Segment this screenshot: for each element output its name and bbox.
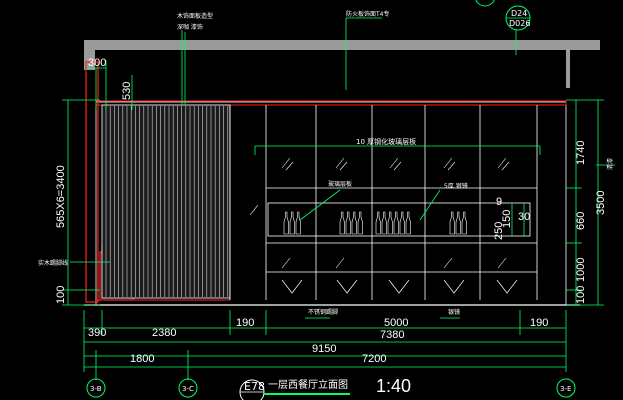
bottle [387, 211, 393, 235]
dim-right-3500: 3500 [595, 191, 607, 215]
annotation-glass: 玻璃层板 [328, 180, 352, 188]
bottom-dimensions [83, 310, 567, 380]
dim-row4-1800: 1800 [130, 353, 154, 365]
dim-right-100: 100 [575, 286, 587, 304]
dim-left-main: 565X6=3400 [55, 165, 67, 228]
bottle [357, 211, 363, 235]
dim-right-660: 660 [575, 212, 587, 230]
bottle [405, 211, 411, 235]
shelf-band [267, 202, 531, 237]
dim-right-small-9: 9 [496, 196, 502, 208]
sheet-tag: E78 [244, 380, 265, 393]
annotation-top-left-2: 深咖 漆饰 [177, 23, 203, 31]
dim-row1-390: 390 [88, 327, 106, 339]
drawing-scale: 1:40 [376, 376, 411, 396]
grid-label-3: 3-E [560, 385, 571, 393]
bottle [399, 211, 405, 235]
dim-row1-190b: 190 [530, 317, 548, 329]
ref-bottom-text: D026 [509, 19, 530, 28]
top-left-dimension [86, 60, 133, 110]
dim-row3-9150: 9150 [312, 343, 336, 355]
bottle [393, 211, 399, 235]
annotation-right-top: 清漆 [606, 158, 614, 170]
annotation-bottom-1: 不锈钢踢脚 [308, 308, 338, 316]
left-dimension [62, 99, 100, 306]
dim-right-1740: 1740 [575, 141, 587, 165]
dim-top-300: 300 [88, 57, 106, 69]
bottle [339, 211, 345, 235]
left-red-column [85, 61, 99, 303]
bottle [449, 211, 455, 235]
grid-label-2: 3-C [182, 385, 194, 393]
grid-bubbles [86, 378, 576, 398]
annotation-top-left-1: 木饰面板造型 [177, 12, 213, 20]
annotation-side: 实木踢脚线 [38, 259, 68, 267]
cabinet-grid [229, 105, 538, 300]
annotation-cabinet: 5厚 银镜 [444, 182, 468, 190]
bottle [295, 211, 301, 235]
slat-panel [101, 104, 231, 299]
annotation-bottom-2: 银镜 [448, 308, 460, 316]
annotation-top-center: 防火板饰面T4专 [346, 10, 389, 18]
bottle [345, 211, 351, 235]
drawing-title: 一层西餐厅立面图 [268, 378, 348, 391]
dim-right-1000: 1000 [575, 258, 587, 282]
bottle [283, 211, 289, 235]
dim-right-small-150: 150 [501, 210, 513, 228]
ref-top-text: D24 [511, 9, 527, 18]
dim-left-100: 100 [55, 286, 67, 304]
leader-lines [70, 17, 615, 319]
bottle [461, 211, 467, 235]
dim-right-small-30: 30 [518, 211, 530, 223]
bottle [351, 211, 357, 235]
slat-lines [105, 106, 229, 297]
bottle [381, 211, 387, 235]
dim-row1-5000: 5000 [384, 317, 408, 329]
bottle [289, 211, 295, 235]
right-dimension [511, 99, 604, 306]
grid-label-1: 3-B [90, 385, 102, 393]
dim-row1-190a: 190 [236, 317, 254, 329]
top-marker-circle [475, 0, 495, 7]
dim-row1-2380: 2380 [152, 327, 176, 339]
dim-row4-7200: 7200 [362, 353, 386, 365]
dim-row2-7380: 7380 [380, 329, 404, 341]
bottle [375, 211, 381, 235]
lamp-cones [281, 279, 518, 294]
dim-top-530: 530 [121, 82, 133, 100]
bottle-group [283, 211, 467, 235]
title-block [239, 379, 350, 400]
glass-hatch [249, 157, 510, 269]
ceiling-slab [84, 40, 600, 88]
bottle [455, 211, 461, 235]
annotation-mid-10: 10 厚钢化玻璃层板 [356, 137, 416, 146]
dim-right-small-250: 250 [493, 222, 505, 240]
